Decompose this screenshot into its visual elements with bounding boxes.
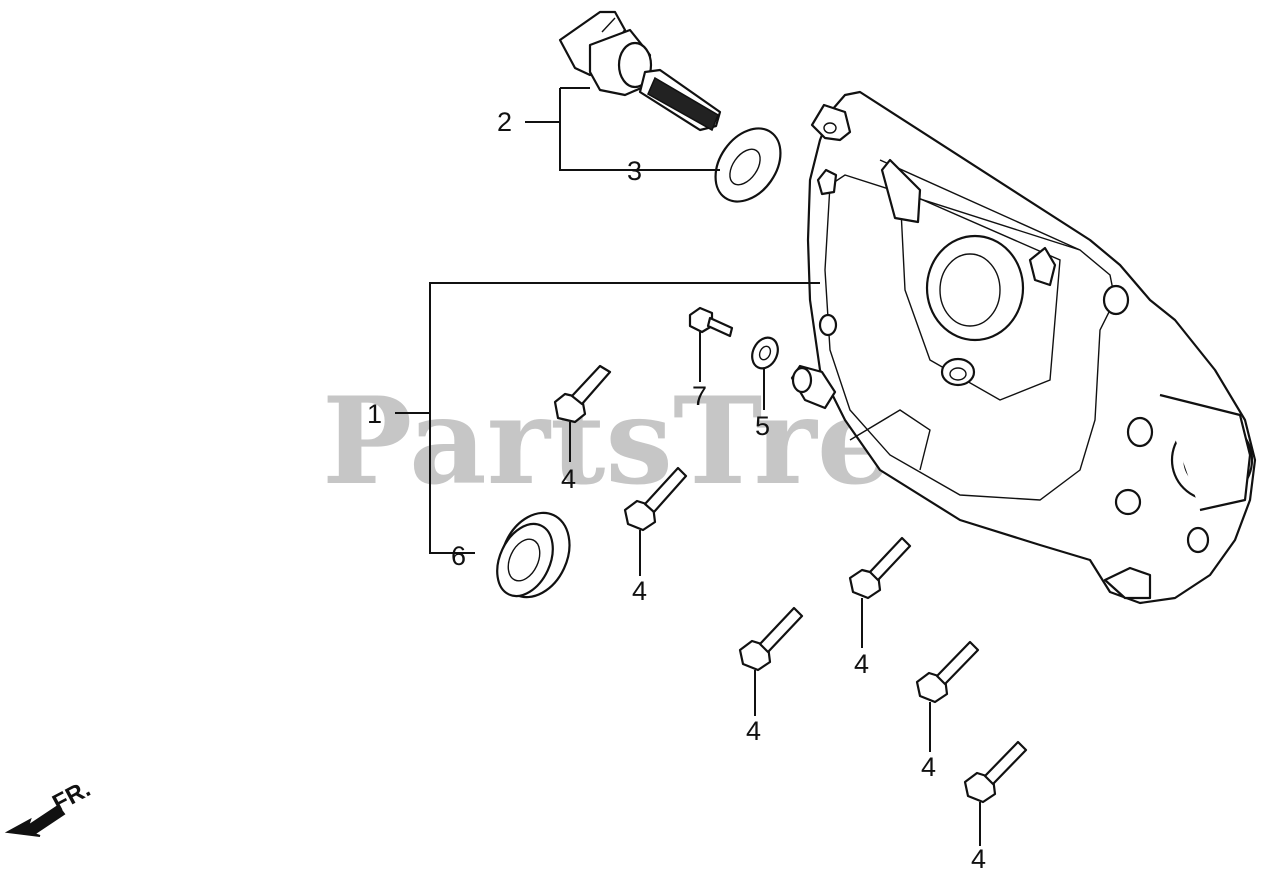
front-direction-indicator: FR. <box>4 775 95 837</box>
callout-4-f: 4 <box>971 844 986 874</box>
flange-bolt-c[interactable] <box>848 536 912 600</box>
front-arrow-icon <box>4 804 66 837</box>
flange-bolt-b[interactable] <box>623 466 688 532</box>
small-bolt[interactable] <box>688 306 734 338</box>
callout-4-b: 4 <box>632 576 647 606</box>
oil-filler-dipstick[interactable] <box>558 10 722 132</box>
callout-4-a: 4 <box>561 464 576 494</box>
callout-4-d: 4 <box>746 716 761 746</box>
callout-2: 2 <box>497 107 512 137</box>
callout-3: 3 <box>627 156 642 186</box>
gasket[interactable] <box>702 116 794 214</box>
oil-seal[interactable] <box>486 502 582 609</box>
callout-4-e: 4 <box>921 752 936 782</box>
callout-6: 6 <box>451 541 466 571</box>
callout-5: 5 <box>755 411 770 441</box>
callout-1: 1 <box>367 399 382 429</box>
crankcase-cover[interactable] <box>790 90 1257 605</box>
flange-bolt-f[interactable] <box>963 740 1028 804</box>
callout-7: 7 <box>692 381 707 411</box>
washer[interactable] <box>747 333 782 372</box>
flange-bolt-e[interactable] <box>915 640 980 704</box>
flange-bolt-a[interactable] <box>553 364 612 424</box>
callout-4-c: 4 <box>854 649 869 679</box>
flange-bolt-d[interactable] <box>738 606 804 672</box>
leader-lines <box>395 87 981 846</box>
